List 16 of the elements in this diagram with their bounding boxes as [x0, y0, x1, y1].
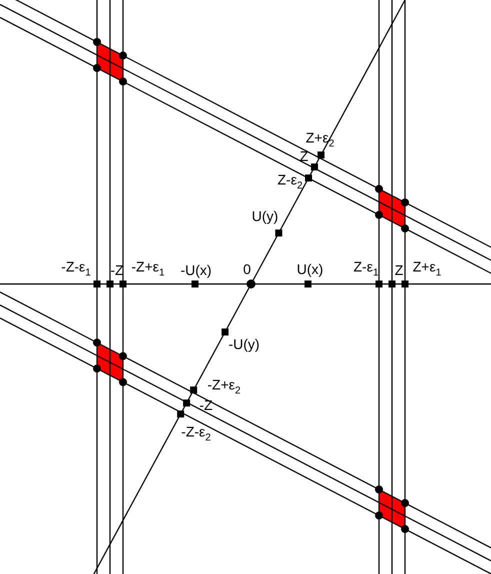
point-label: Z-ε$_{1}$	[353, 258, 379, 280]
point-label: -Z-ε$_{2}$	[181, 424, 211, 446]
point-label: Z	[300, 148, 308, 164]
point-label: -Z	[110, 262, 124, 278]
point-label: Z+ε$_{1}$	[412, 258, 442, 280]
point-label: -Z-ε$_{1}$	[61, 258, 91, 280]
point-label: Z+ε$_{2}$	[306, 130, 334, 151]
point-label: Z-ε$_{2}$	[277, 172, 303, 194]
point-label: -Z+ε$_{2}$	[207, 376, 241, 398]
point-label: Z	[394, 262, 404, 278]
point-label: U(x)	[296, 261, 324, 277]
point-label: -U(y)	[228, 336, 260, 352]
point-label: 0	[243, 261, 251, 277]
point-label: U(y)	[252, 208, 278, 224]
point-label: -Z+ε$_{1}$	[131, 258, 165, 280]
point-label: -U(x)	[180, 262, 212, 278]
